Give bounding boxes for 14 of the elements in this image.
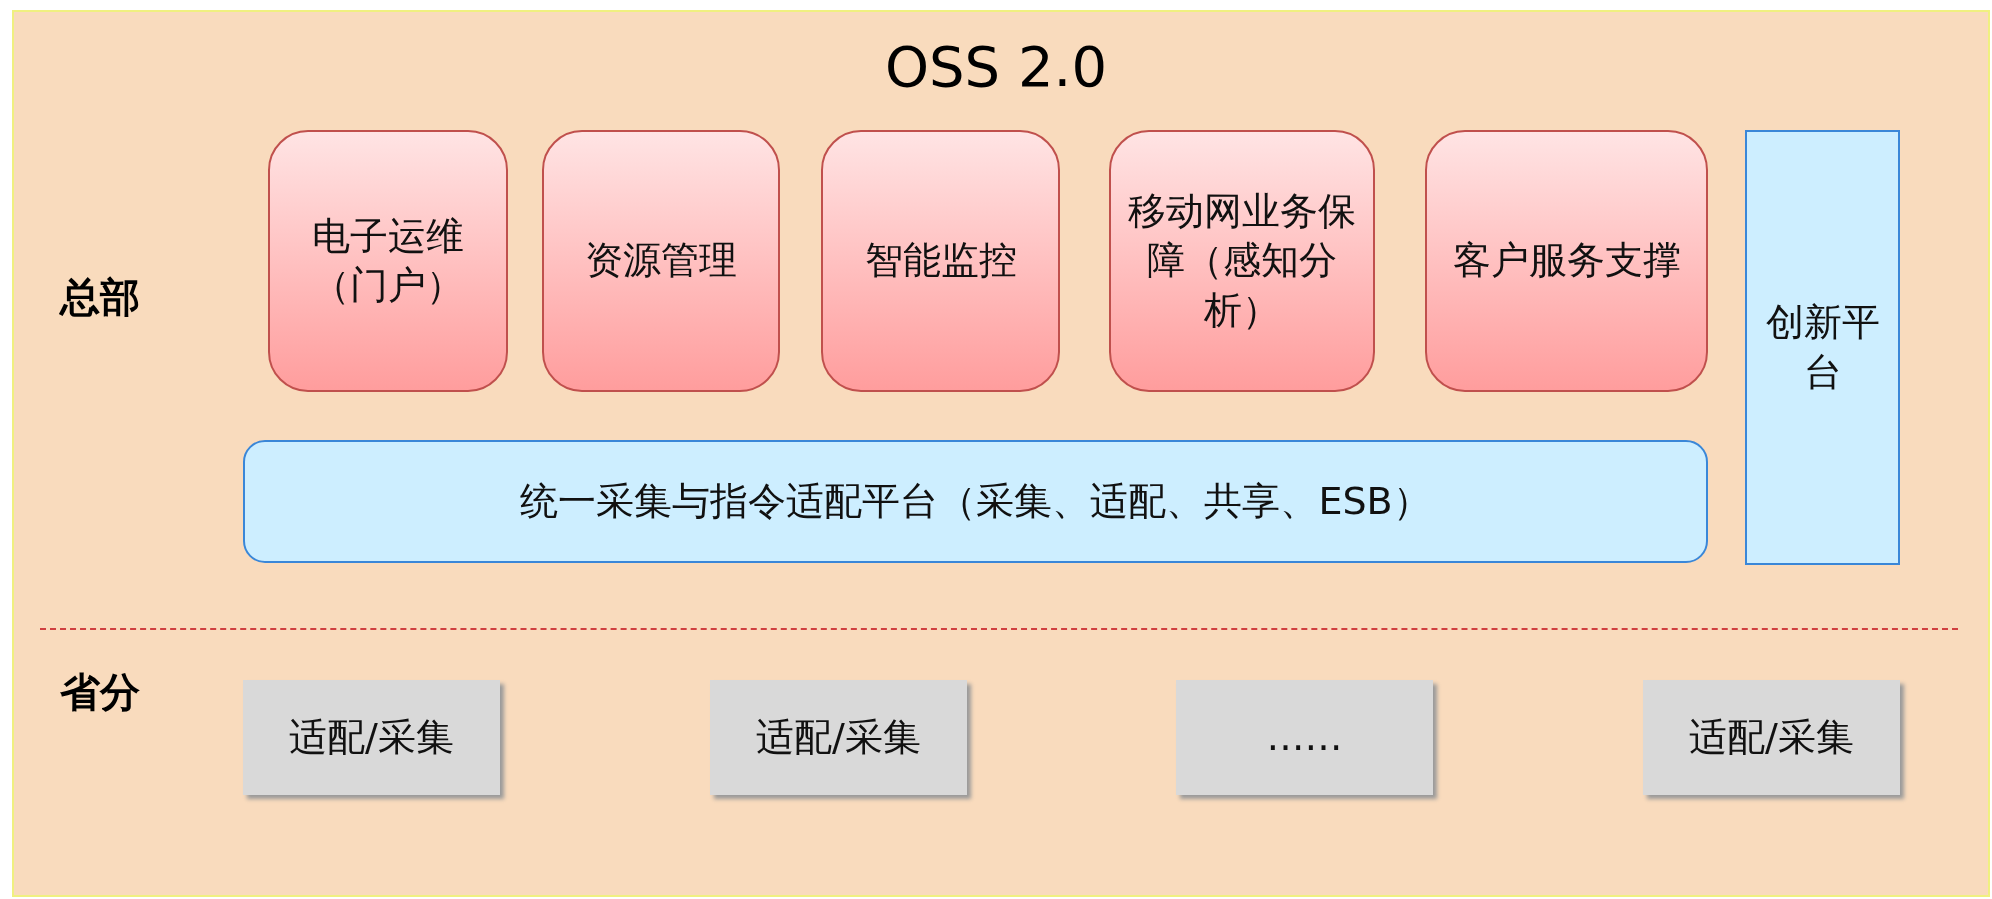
module-box: 电子运维（门户）	[268, 130, 508, 392]
adapter-box: 适配/采集	[710, 680, 967, 795]
module-box: 资源管理	[542, 130, 780, 392]
module-box: 客户服务支撑	[1425, 130, 1708, 392]
tier-label: 省分	[60, 668, 140, 717]
adapter-box: ……	[1176, 680, 1433, 795]
tier-label: 总部	[60, 273, 140, 322]
diagram-title: OSS 2.0	[884, 34, 1108, 99]
platform-bar: 统一采集与指令适配平台（采集、适配、共享、ESB）	[243, 440, 1708, 563]
module-box: 智能监控	[821, 130, 1060, 392]
module-box: 移动网业务保障（感知分析）	[1109, 130, 1375, 392]
adapter-box: 适配/采集	[1643, 680, 1900, 795]
platform-box: 创新平台	[1745, 130, 1900, 565]
adapter-box: 适配/采集	[243, 680, 500, 795]
